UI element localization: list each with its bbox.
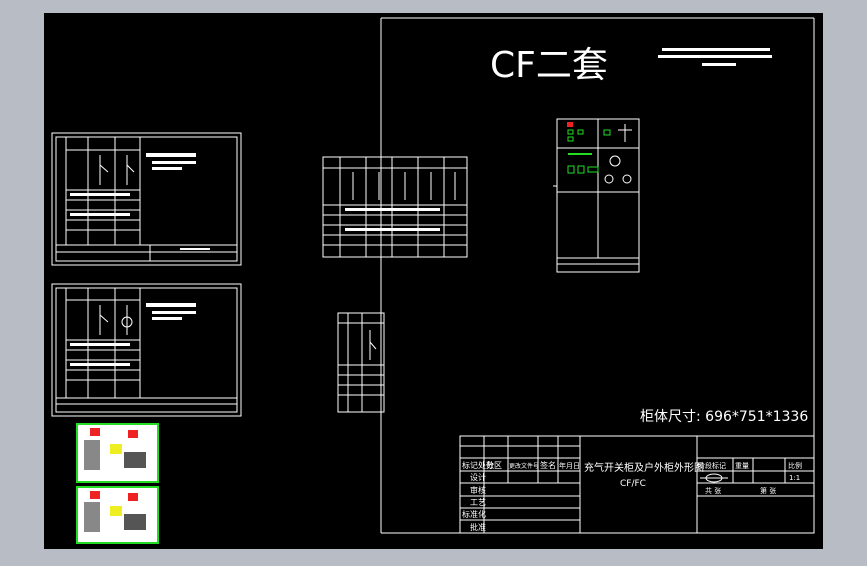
drawing-code: CF/FC bbox=[620, 479, 646, 489]
red-indicator bbox=[567, 122, 573, 127]
title-block-label-4: 第 张 bbox=[760, 486, 776, 495]
schematic-sheet-1 bbox=[51, 132, 242, 266]
title-block-row-4: 标准化 bbox=[462, 509, 486, 519]
cabinet-elevation bbox=[553, 118, 640, 273]
title-block-scale: 1:1 bbox=[789, 474, 800, 482]
thumbnail-1 bbox=[76, 423, 159, 483]
sheet-2-annotations bbox=[70, 303, 196, 366]
title-block-text: 标记处数 设计 审核 工艺 标准化 批准 分区 更改文件号 签名 年月日 阶段标… bbox=[462, 460, 802, 532]
title-block bbox=[459, 435, 815, 534]
drawing-name: 充气开关柜及户外柜外形图 bbox=[584, 461, 704, 474]
sheet-3-fill bbox=[345, 208, 440, 231]
schematic-sheet-2 bbox=[51, 283, 242, 417]
title-block-row-3: 工艺 bbox=[470, 498, 486, 507]
title-block-label-2: 比例 bbox=[788, 461, 802, 470]
title-block-header-2: 签名 bbox=[540, 460, 556, 470]
title-block-row-1: 设计 bbox=[470, 472, 486, 482]
schematic-sheet-3 bbox=[322, 156, 468, 258]
schematic-sheet-4 bbox=[337, 312, 385, 413]
title-block-header-0: 分区 bbox=[486, 461, 502, 470]
title-block-label-0: 阶段标记 bbox=[698, 461, 726, 470]
cabinet-indicators bbox=[567, 122, 632, 174]
notes-block bbox=[658, 48, 772, 66]
thumbnail-2 bbox=[76, 486, 159, 544]
drawing-canvas bbox=[44, 13, 823, 549]
title-block-label-3: 共 张 bbox=[705, 486, 721, 495]
title-block-header-1: 更改文件号 bbox=[509, 462, 539, 470]
sheet-1-annotations bbox=[70, 153, 210, 250]
title-block-row-2: 审核 bbox=[470, 485, 486, 495]
title-block-row-5: 批准 bbox=[470, 522, 486, 532]
title-block-header-3: 年月日 bbox=[559, 461, 580, 470]
cabinet-size-label: 柜体尺寸: 696*751*1336 bbox=[640, 409, 808, 425]
drawing-title: CF二套 bbox=[490, 45, 608, 86]
projection-symbol bbox=[700, 473, 728, 483]
title-block-label-1: 重量 bbox=[735, 462, 749, 470]
title-block-row-0: 标记处数 bbox=[462, 460, 494, 470]
